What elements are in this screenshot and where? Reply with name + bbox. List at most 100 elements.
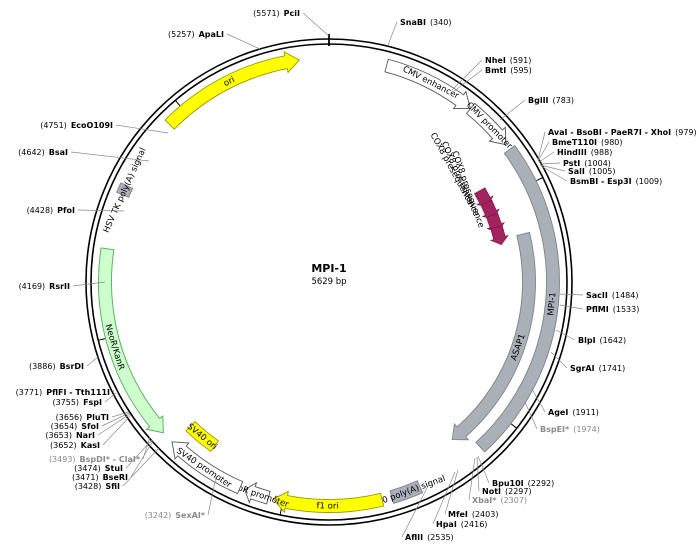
site-agei: AgeI (1911) xyxy=(548,408,599,417)
site-name: PfoI xyxy=(57,206,75,215)
site-bspei: BspEI*(1974) xyxy=(540,425,600,434)
site-position: (3652) xyxy=(50,441,77,450)
feature-neor-kanr: NeoR/KanR xyxy=(98,247,164,434)
site-label: (3656)PluTI xyxy=(56,413,109,422)
site-leader-line xyxy=(550,351,568,369)
site-position: (988) xyxy=(591,148,613,157)
site-name: BsaI xyxy=(49,148,68,157)
site-position: (5257) xyxy=(168,30,195,39)
plasmid-name: MPI-1 xyxy=(311,262,346,275)
site-name: BmeT110I xyxy=(552,138,597,147)
site-name: Bpu10I xyxy=(492,479,524,488)
site-position: (3493) xyxy=(49,455,76,464)
site-leader-line xyxy=(444,469,459,515)
site-bsmbi-esp3i: BsmBI - Esp3I(1009) xyxy=(570,177,662,186)
site-name: PstI xyxy=(563,159,580,168)
feature-shape xyxy=(389,480,424,504)
site-position: (4169) xyxy=(19,282,46,291)
site-bpu10i: Bpu10I(2292) xyxy=(492,479,554,488)
site-leader-line xyxy=(302,12,330,37)
site-position: (1911) xyxy=(572,408,599,417)
site-label: (3654)SfoI xyxy=(51,422,99,431)
site-position: (2416) xyxy=(461,520,488,529)
site-ecoo109i: (4751)EcoO109I xyxy=(40,121,113,130)
site-name: NotI xyxy=(482,487,501,496)
site-nhei: NheI (591) xyxy=(485,56,531,65)
site-bsrdi: (3886)BsrDI xyxy=(29,362,84,371)
site-leader-line xyxy=(401,481,431,538)
site-label: SgrAI(1741) xyxy=(570,364,625,373)
site-leader-line xyxy=(115,124,169,134)
site-label: (3652)KasI xyxy=(50,441,100,450)
site-pfoi: (4428)PfoI xyxy=(27,206,75,215)
site-bseri: (3471)BseRI xyxy=(72,473,128,482)
site-label: BmtI(595) xyxy=(485,66,532,75)
site-position: (3654) xyxy=(51,422,78,431)
site-label: PstI(1004) xyxy=(563,159,611,168)
site-pflfi-tth111i: (3771)PflFI - Tth111I xyxy=(16,388,110,397)
feature-asap1: ASAP1 xyxy=(451,231,536,441)
site-position: (595) xyxy=(510,66,532,75)
site-name: BseRI xyxy=(103,473,128,482)
presequence-arrow xyxy=(489,225,509,245)
feature-sv40-ori: SV40 ori xyxy=(185,420,219,453)
site-name: SexAI* xyxy=(175,511,206,520)
site-name: SalI xyxy=(568,167,585,176)
site-fspi: (3755)FspI xyxy=(52,398,102,407)
site-position: (340) xyxy=(430,18,452,27)
site-leader-line xyxy=(452,69,483,93)
site-position: (3474) xyxy=(74,464,101,473)
site-leader-line xyxy=(101,412,130,427)
site-noti: NotI(2297) xyxy=(482,487,532,496)
site-name: AgeI xyxy=(548,408,568,417)
site-name: PflMI xyxy=(586,305,609,314)
site-label: BsmBI - Esp3I(1009) xyxy=(570,177,662,186)
site-label: (4751)EcoO109I xyxy=(40,121,113,130)
site-position: (1741) xyxy=(599,364,626,373)
site-name: RsrII xyxy=(49,282,70,291)
site-name: PciI xyxy=(284,9,300,18)
site-bglii: BglII(783) xyxy=(528,96,574,105)
site-position: (1484) xyxy=(612,291,639,300)
site-label: (3653)NarI xyxy=(45,431,95,440)
site-sfoi: (3654)SfoI xyxy=(51,422,99,431)
site-bspdi-clai: (3493)BspDI* - ClaI* xyxy=(49,455,141,464)
site-aflii: AflII(2535) xyxy=(405,533,454,542)
site-leader-line xyxy=(477,455,490,484)
site-leader-line xyxy=(524,401,538,430)
site-leader-line xyxy=(559,293,584,296)
site-leader-line xyxy=(111,411,129,418)
site-name: XbaI* xyxy=(472,496,497,505)
site-leader-line xyxy=(539,164,566,172)
site-leader-line xyxy=(531,388,546,413)
site-name: BglII xyxy=(528,96,549,105)
site-leader-line xyxy=(555,329,576,341)
site-leader-line xyxy=(539,162,561,165)
site-name: ApaLI xyxy=(199,30,224,39)
tick-mark xyxy=(510,423,518,429)
site-position: (980) xyxy=(601,138,623,147)
feature-ori: ori xyxy=(164,51,301,130)
feature-label: CMV enhancer xyxy=(401,64,461,101)
site-name: NheI xyxy=(485,56,506,65)
site-mfei: MfeI(2403) xyxy=(448,510,498,519)
feature-shape xyxy=(465,102,507,146)
site-name: BsmBI - Esp3I xyxy=(570,177,632,186)
site-hindiii: HindIII(988) xyxy=(557,148,612,157)
site-label: (3428)SfiI xyxy=(75,482,120,491)
site-nari: (3653)NarI xyxy=(45,431,95,440)
site-position: (979) xyxy=(675,128,697,137)
site-hpai: HpaI(2416) xyxy=(436,520,487,529)
site-pcii: (5571)PciI xyxy=(253,9,300,18)
site-sexai: (3242)SexAI* xyxy=(145,511,206,520)
site-label: SalI(1005) xyxy=(568,167,616,176)
site-position: (3653) xyxy=(45,431,72,440)
site-bmti: BmtI(595) xyxy=(485,66,532,75)
site-name: AflII xyxy=(405,533,423,542)
feature-label: CMV promoter xyxy=(464,100,514,151)
site-leader-line xyxy=(537,131,546,161)
site-position: (591) xyxy=(510,56,532,65)
feature-shape xyxy=(185,420,219,453)
site-name: BlpI xyxy=(578,336,596,345)
restriction-sites: (5571)PciISnaBI(340)NheI(591)BmtI(595)Bg… xyxy=(16,9,697,542)
